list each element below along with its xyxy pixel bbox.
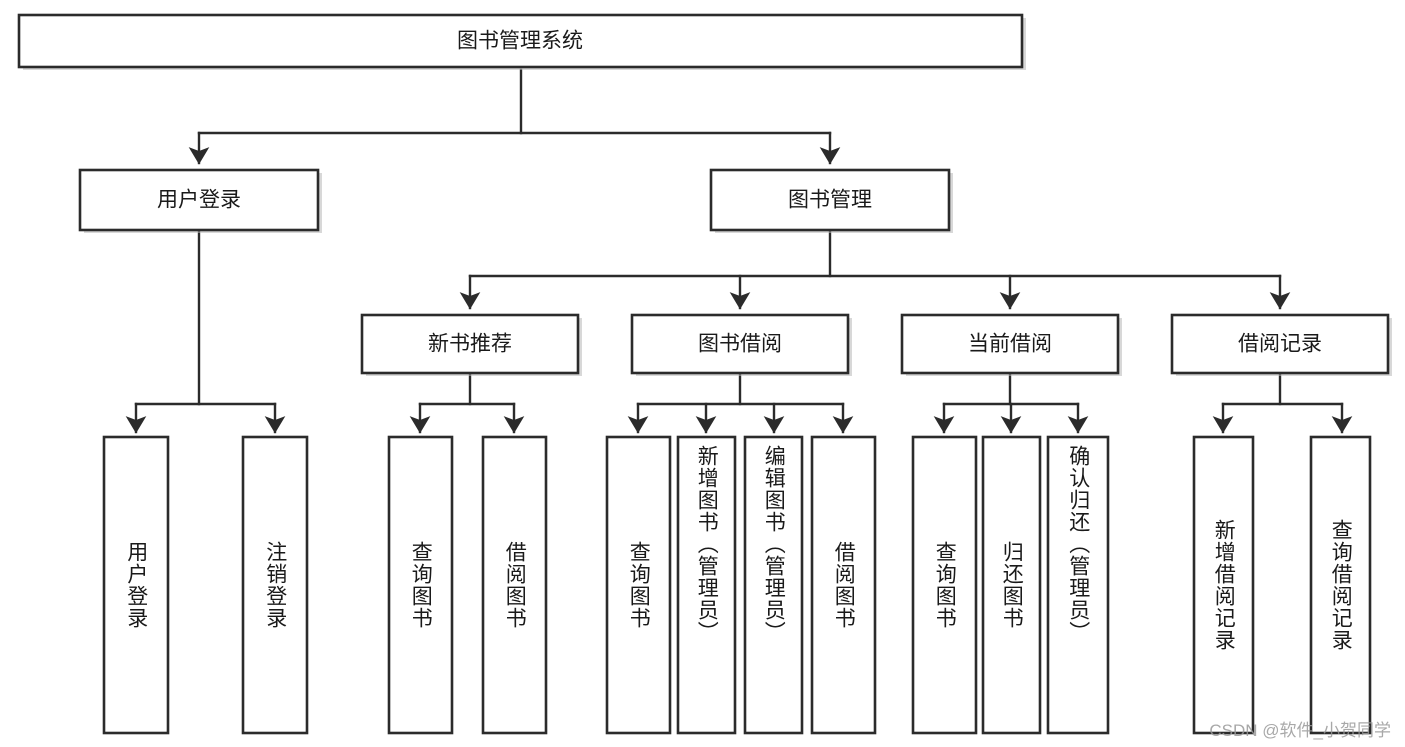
leaf-book-borrow-3-box[interactable] [743,435,804,735]
leaf-borrow-record-1-box[interactable] [1192,435,1255,735]
node-layer: 图书管理系统 用户登录 图书管理 新书推荐 图书借阅 当前借阅 借阅记录 [17,13,1392,735]
node-current-borrow-label: 当前借阅 [968,333,1052,356]
node-book-borrow-box[interactable] [630,313,850,375]
node-book-mgmt-box[interactable] [709,168,951,232]
leaf-user-login-1-box[interactable] [102,435,170,735]
leaf-current-borrow-2-box[interactable] [981,435,1042,735]
leaf-book-borrow-4-box[interactable] [810,435,877,735]
node-user-login-box[interactable] [78,168,320,232]
node-user-login-label: 用户登录 [157,189,241,212]
node-current-borrow-box[interactable] [900,313,1120,375]
node-borrow-record-label: 借阅记录 [1238,333,1322,356]
node-book-borrow-label: 图书借阅 [698,333,782,356]
leaf-new-book-2-box[interactable] [481,435,548,735]
node-new-book-box[interactable] [360,313,580,375]
node-new-book-label: 新书推荐 [428,333,512,356]
leaf-book-borrow-1-box[interactable] [605,435,672,735]
node-book-mgmt-label: 图书管理 [788,189,872,212]
connector-layer [125,68,1353,434]
node-root-box[interactable] [17,13,1024,69]
leaf-borrow-record-2-box[interactable] [1309,435,1372,735]
leaf-book-borrow-2-box[interactable] [676,435,737,735]
node-borrow-record-box[interactable] [1170,313,1390,375]
leaf-current-borrow-3-box[interactable] [1046,435,1110,735]
node-root-label: 图书管理系统 [457,30,583,53]
leaf-user-login-2-box[interactable] [241,435,309,735]
csdn-watermark: CSDN @软件_小贺同学 [1209,721,1391,740]
leaf-new-book-1-box[interactable] [387,435,454,735]
leaf-current-borrow-1-box[interactable] [911,435,978,735]
